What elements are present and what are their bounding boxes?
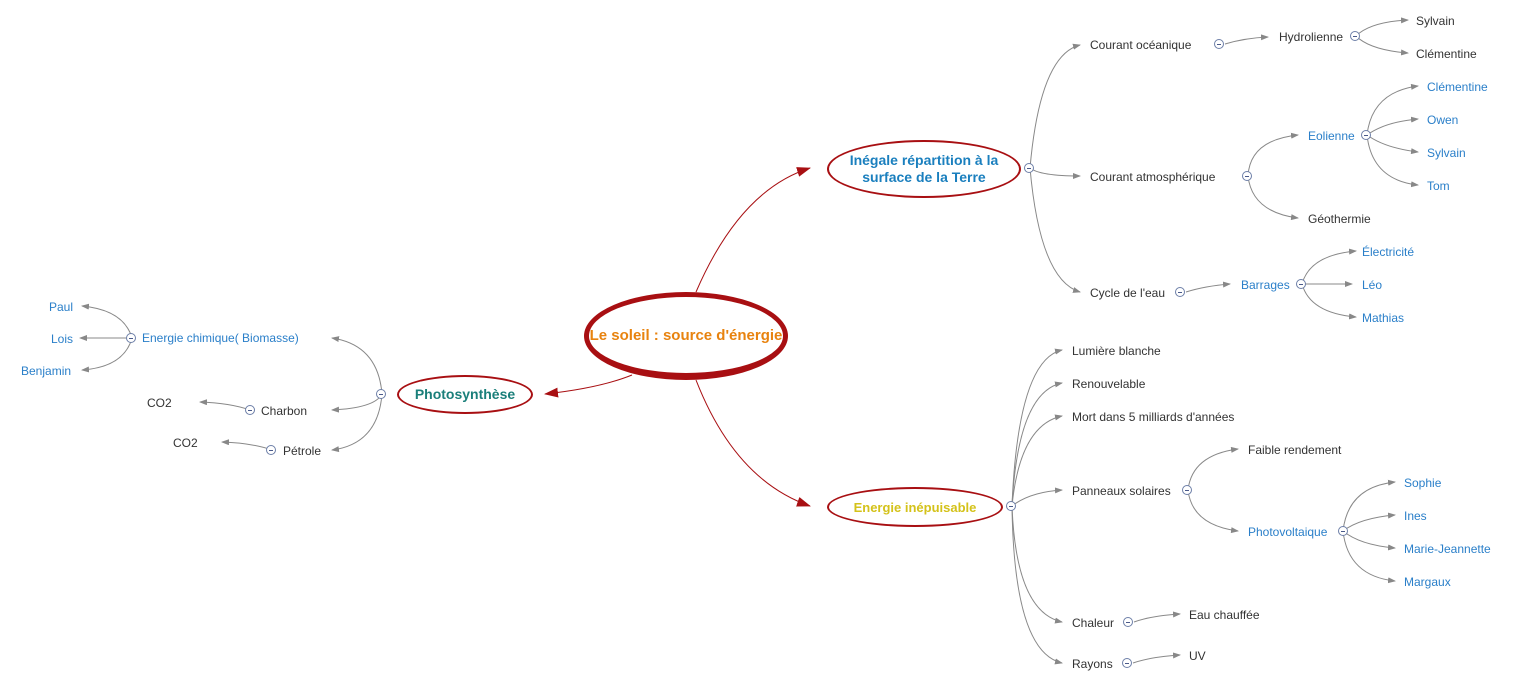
topic-energie-inepuisable[interactable]: Energie inépuisable (827, 487, 1003, 527)
node-rayons[interactable]: Rayons (1072, 657, 1113, 671)
collapse-barrages-icon[interactable] (1296, 279, 1306, 289)
link-central-inepuisable (695, 379, 811, 507)
collapse-cycle-eau-icon[interactable] (1175, 287, 1185, 297)
node-charbon[interactable]: Charbon (261, 404, 308, 418)
node-eolienne-tom[interactable]: Tom (1427, 179, 1450, 193)
topic-energie-inepuisable-label: Energie inépuisable (853, 499, 977, 515)
node-photovoltaique[interactable]: Photovoltaique (1248, 525, 1328, 539)
node-cycle-eau[interactable]: Cycle de l'eau (1090, 286, 1165, 300)
central-topic-label: Le soleil : source d'énergie (589, 326, 783, 344)
node-chaleur[interactable]: Chaleur (1072, 616, 1115, 630)
topic-photosynthese-label: Photosynthèse (414, 386, 516, 402)
collapse-eolienne-icon[interactable] (1361, 130, 1371, 140)
collapse-photovoltaique-icon[interactable] (1338, 526, 1348, 536)
collapse-rayons-icon[interactable] (1122, 658, 1132, 668)
node-courant-oceanique[interactable]: Courant océanique (1090, 38, 1192, 52)
node-eolienne-clementine[interactable]: Clémentine (1427, 80, 1488, 94)
node-pv-marie-jeannette[interactable]: Marie-Jeannette (1404, 542, 1491, 556)
topic-photosynthese[interactable]: Photosynthèse (397, 375, 533, 414)
node-pv-margaux[interactable]: Margaux (1404, 575, 1451, 589)
link-central-repartition (695, 167, 811, 293)
node-mort[interactable]: Mort dans 5 milliards d'années (1072, 410, 1235, 424)
collapse-courant-oceanique-icon[interactable] (1214, 39, 1224, 49)
node-uv[interactable]: UV (1189, 649, 1206, 663)
node-barrages-electricite[interactable]: Électricité (1362, 245, 1415, 259)
node-petrole[interactable]: Pétrole (283, 444, 322, 458)
node-hydrolienne-clementine[interactable]: Clémentine (1416, 47, 1477, 61)
node-paul[interactable]: Paul (49, 300, 74, 314)
node-hydrolienne-sylvain[interactable]: Sylvain (1416, 14, 1455, 28)
collapse-panneaux-icon[interactable] (1182, 485, 1192, 495)
collapse-inepuisable-icon[interactable] (1006, 501, 1016, 511)
collapse-chaleur-icon[interactable] (1123, 617, 1133, 627)
node-eolienne[interactable]: Eolienne (1308, 129, 1355, 143)
collapse-photosynthese-icon[interactable] (376, 389, 386, 399)
node-eau-chauffee[interactable]: Eau chauffée (1189, 608, 1260, 622)
node-eolienne-owen[interactable]: Owen (1427, 113, 1459, 127)
node-geothermie[interactable]: Géothermie (1308, 212, 1371, 226)
node-pv-ines[interactable]: Ines (1404, 509, 1427, 523)
node-lois[interactable]: Lois (51, 332, 74, 346)
node-barrages[interactable]: Barrages (1241, 278, 1290, 292)
topic-inegale-repartition[interactable]: Inégale répartition à la surface de la T… (827, 140, 1021, 198)
node-faible-rendement[interactable]: Faible rendement (1248, 443, 1342, 457)
collapse-repartition-icon[interactable] (1024, 163, 1034, 173)
node-lumiere-blanche[interactable]: Lumière blanche (1072, 344, 1161, 358)
node-panneaux-solaires[interactable]: Panneaux solaires (1072, 484, 1171, 498)
node-energie-chimique[interactable]: Energie chimique( Biomasse) (142, 331, 299, 345)
node-eolienne-sylvain[interactable]: Sylvain (1427, 146, 1466, 160)
node-barrages-leo[interactable]: Léo (1362, 278, 1383, 292)
collapse-courant-atmospherique-icon[interactable] (1242, 171, 1252, 181)
link-central-photosynthese (544, 374, 633, 398)
collapse-petrole-icon[interactable] (266, 445, 276, 455)
node-co2-charbon[interactable]: CO2 (147, 396, 172, 410)
node-courant-atmospherique[interactable]: Courant atmosphérique (1090, 170, 1216, 184)
collapse-charbon-icon[interactable] (245, 405, 255, 415)
node-barrages-mathias[interactable]: Mathias (1362, 311, 1405, 325)
topic-inegale-repartition-label: Inégale répartition à la surface de la T… (849, 152, 999, 185)
node-renouvelable[interactable]: Renouvelable (1072, 377, 1146, 391)
node-benjamin[interactable]: Benjamin (21, 364, 72, 378)
node-hydrolienne[interactable]: Hydrolienne (1279, 30, 1344, 44)
collapse-energie-chimique-icon[interactable] (126, 333, 136, 343)
node-co2-petrole[interactable]: CO2 (173, 436, 198, 450)
central-topic[interactable]: Le soleil : source d'énergie (584, 292, 788, 380)
node-pv-sophie[interactable]: Sophie (1404, 476, 1442, 490)
collapse-hydrolienne-icon[interactable] (1350, 31, 1360, 41)
